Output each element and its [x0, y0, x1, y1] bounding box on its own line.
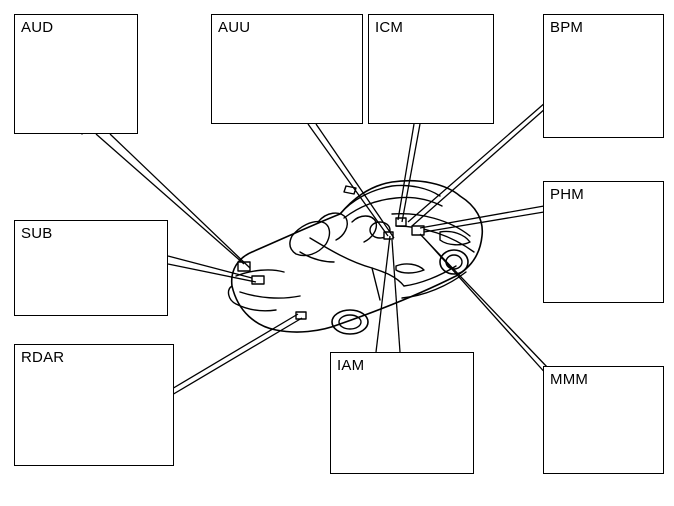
aud-callout: AUD [14, 14, 138, 134]
car-illustration [227, 179, 484, 335]
bpm-label: BPM [550, 19, 584, 36]
auu-label: AUU [218, 19, 251, 36]
phm-label: PHM [550, 186, 584, 203]
connector-lines [95, 101, 549, 403]
phm-callout: PHM [543, 181, 664, 303]
iam-label: IAM [337, 357, 365, 374]
rdar-callout: RDAR [14, 344, 174, 466]
aud-label: AUD [21, 19, 54, 36]
rdar-label: RDAR [21, 349, 65, 366]
sub-callout: SUB [14, 220, 168, 316]
mmm-callout: MMM [543, 366, 664, 474]
bpm-callout: BPM [543, 14, 664, 138]
icm-callout: ICM [368, 14, 494, 124]
auu-callout: AUU [211, 14, 363, 124]
sub-label: SUB [21, 225, 53, 242]
mmm-label: MMM [550, 371, 589, 388]
iam-callout: IAM [330, 352, 474, 474]
icm-label: ICM [375, 19, 404, 36]
